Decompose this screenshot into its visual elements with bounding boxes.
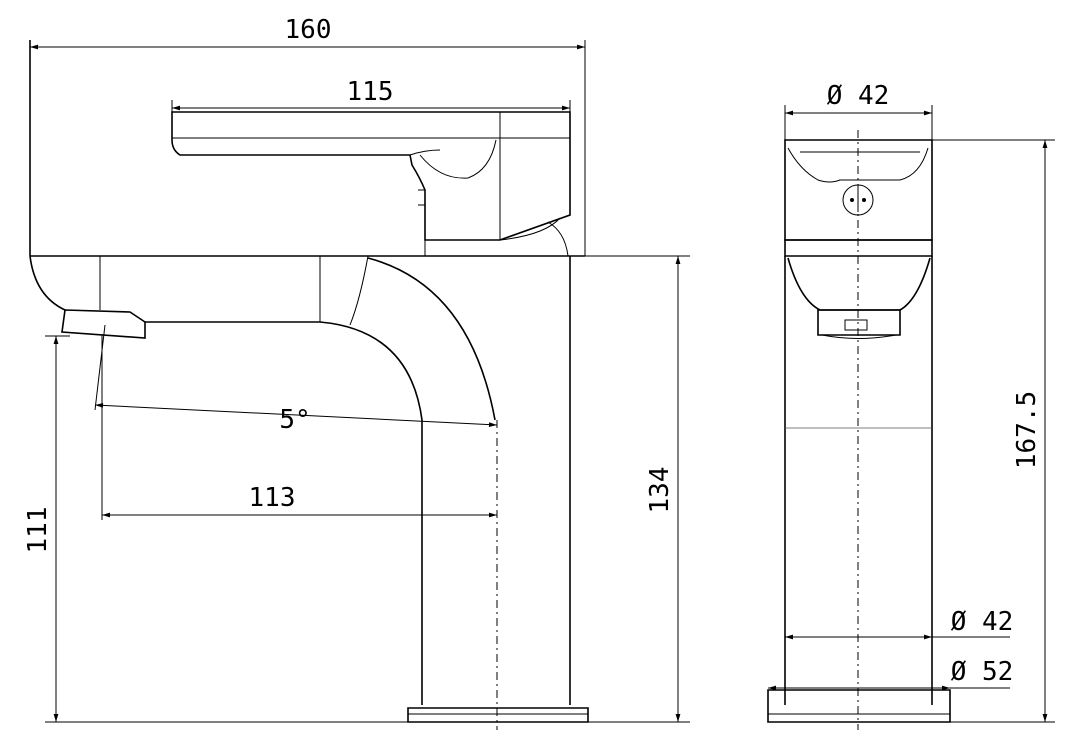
front-view: 160 115 5° 113 134 xyxy=(23,15,690,730)
dim-lever-length-label: 115 xyxy=(347,77,394,107)
side-view: Ø 42 Ø 42 Ø 52 167.5 xyxy=(767,81,1055,730)
dim-overall-width-label: 160 xyxy=(285,15,332,45)
dim-base-diameter-inner: Ø 42 xyxy=(785,607,1014,640)
dim-base-diameter-outer-label: Ø 52 xyxy=(951,657,1014,687)
dim-spout-height-label: 111 xyxy=(23,507,53,554)
dim-top-diameter-label: Ø 42 xyxy=(827,81,890,111)
lever-handle xyxy=(171,111,571,257)
spout-body xyxy=(29,40,589,730)
dim-spout-angle: 5° xyxy=(94,324,498,435)
dim-top-diameter: Ø 42 xyxy=(784,81,933,140)
dim-body-height: 134 xyxy=(585,255,690,723)
dim-spout-height: 111 xyxy=(23,335,410,723)
dim-lever-length: 115 xyxy=(171,77,571,140)
dim-overall-width: 160 xyxy=(30,15,585,50)
dim-spout-reach-label: 113 xyxy=(249,483,296,513)
dim-spout-angle-label: 5° xyxy=(279,405,310,435)
dim-body-height-label: 134 xyxy=(645,467,675,514)
dim-total-height: 167.5 xyxy=(932,139,1055,723)
dim-base-diameter-outer: Ø 52 xyxy=(768,657,1014,691)
side-body xyxy=(767,130,951,730)
dim-total-height-label: 167.5 xyxy=(1012,391,1042,469)
dim-spout-reach: 113 xyxy=(101,335,497,520)
dim-base-diameter-inner-label: Ø 42 xyxy=(951,607,1014,637)
